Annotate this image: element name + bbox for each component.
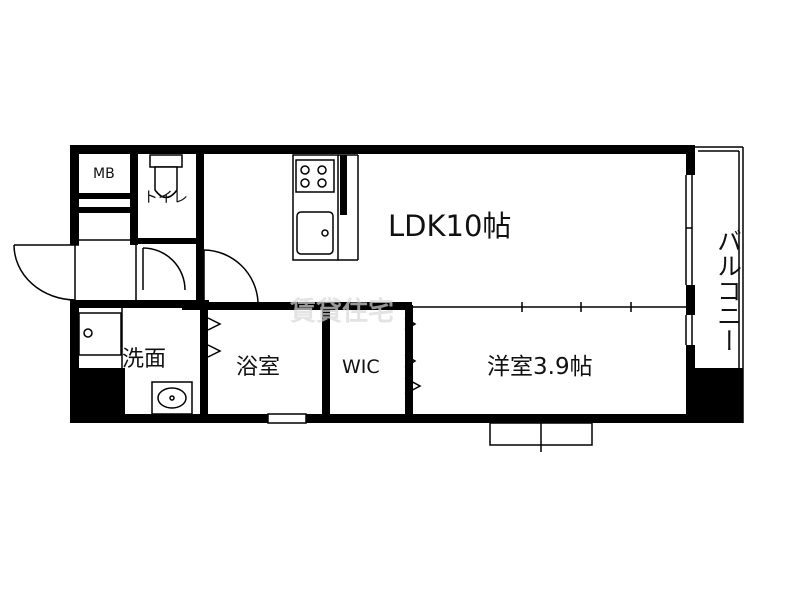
entrance-door	[13, 244, 79, 301]
room-label-washroom: 洗面	[122, 347, 166, 372]
wash-basin-icon	[151, 381, 193, 415]
interior-walls	[70, 145, 413, 420]
washing-machine-icon	[78, 312, 122, 356]
room-label-balcony: バルコニー	[714, 228, 743, 353]
watermark-text: 賃貸住宅	[289, 296, 394, 327]
window-bay	[489, 422, 593, 452]
room-label-toilet: トイレ	[143, 188, 188, 206]
bath-door	[207, 317, 222, 358]
room-label-wic: WIC	[342, 356, 380, 378]
column-right	[695, 368, 743, 423]
toilet-fixture	[149, 154, 183, 199]
balcony-outline	[695, 146, 744, 423]
stove-icon	[295, 159, 335, 193]
column-left	[70, 368, 125, 423]
room-label-bathroom: 浴室	[236, 355, 280, 380]
window-bath	[267, 413, 307, 424]
room-label-mb: MB	[93, 166, 115, 182]
room-label-western-room: 洋室3.9帖	[487, 354, 593, 380]
kitchen-sink-icon	[296, 211, 334, 255]
hall-door	[142, 247, 259, 303]
balcony-door	[685, 175, 693, 345]
partition-lines	[79, 239, 686, 414]
wic-door	[404, 317, 422, 395]
room-label-ldk: LDK10帖	[388, 209, 511, 243]
